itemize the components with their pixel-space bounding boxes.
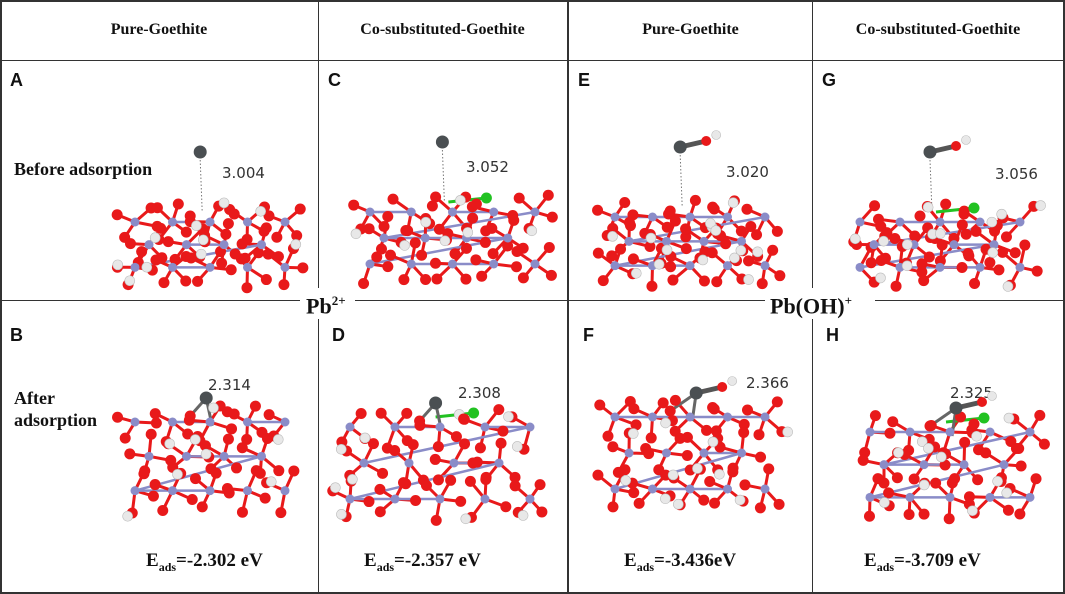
panel-letter-b: B	[10, 325, 23, 345]
column-header-3: Pure-Goethite	[642, 21, 739, 38]
border-bottom	[0, 592, 1065, 594]
row-label-before: Before adsorption	[14, 159, 153, 179]
structure-g	[848, 135, 1046, 292]
col-divider-2	[567, 0, 569, 594]
atoms	[848, 135, 1046, 292]
panel-letter-h: H	[826, 325, 839, 345]
atoms	[348, 135, 558, 290]
structure-e	[592, 130, 786, 292]
border-top	[0, 0, 1065, 2]
panel-letter-e: E	[578, 70, 591, 90]
border-left	[0, 0, 2, 594]
panel-letter-a: A	[10, 70, 23, 90]
row-label-after: After adsorption	[14, 388, 98, 430]
atoms	[111, 145, 309, 294]
row-divider-right	[875, 300, 1065, 301]
column-header-2: Co-substituted-Goethite	[360, 21, 525, 38]
panel-letter-f: F	[583, 325, 594, 345]
atoms	[112, 391, 300, 522]
structure-b	[112, 391, 300, 522]
distance-label-g: 3.056	[995, 165, 1038, 183]
border-right	[1063, 0, 1065, 594]
energy-label-b: Eads=-2.302 eV	[146, 550, 263, 574]
header-divider	[0, 60, 1065, 61]
structure-a	[111, 145, 309, 294]
energy-label-h: Eads=-3.709 eV	[864, 550, 981, 574]
species-label-pboh: Pb(OH)+	[766, 288, 856, 320]
panel-letter-d: D	[332, 325, 345, 345]
panel-letter-g: G	[822, 70, 837, 90]
distance-label-c: 3.052	[466, 158, 509, 176]
distance-label-d: 2.308	[458, 384, 501, 402]
energy-label-d: Eads=-2.357 eV	[364, 550, 481, 574]
row-divider-left	[0, 300, 300, 301]
structure-c	[348, 135, 558, 290]
distance-label-a: 3.004	[222, 164, 265, 182]
distance-label-f: 2.366	[746, 374, 789, 392]
row-divider-mid	[355, 300, 765, 301]
species-label-pb2: Pb2+	[302, 288, 350, 320]
energy-label-f: Eads=-3.436eV	[624, 550, 737, 574]
panel-letter-c: C	[328, 70, 341, 90]
atoms	[592, 376, 793, 514]
column-header-4: Co-substituted-Goethite	[855, 21, 1021, 38]
atoms	[327, 396, 548, 526]
structure-d	[327, 396, 548, 526]
distance-label-e: 3.020	[726, 163, 769, 181]
atoms	[857, 391, 1050, 525]
distance-label-b: 2.314	[208, 376, 251, 394]
structure-f	[592, 376, 793, 514]
structure-h	[857, 391, 1050, 525]
column-header-1: Pure-Goethite	[110, 21, 208, 38]
atoms	[592, 130, 786, 292]
